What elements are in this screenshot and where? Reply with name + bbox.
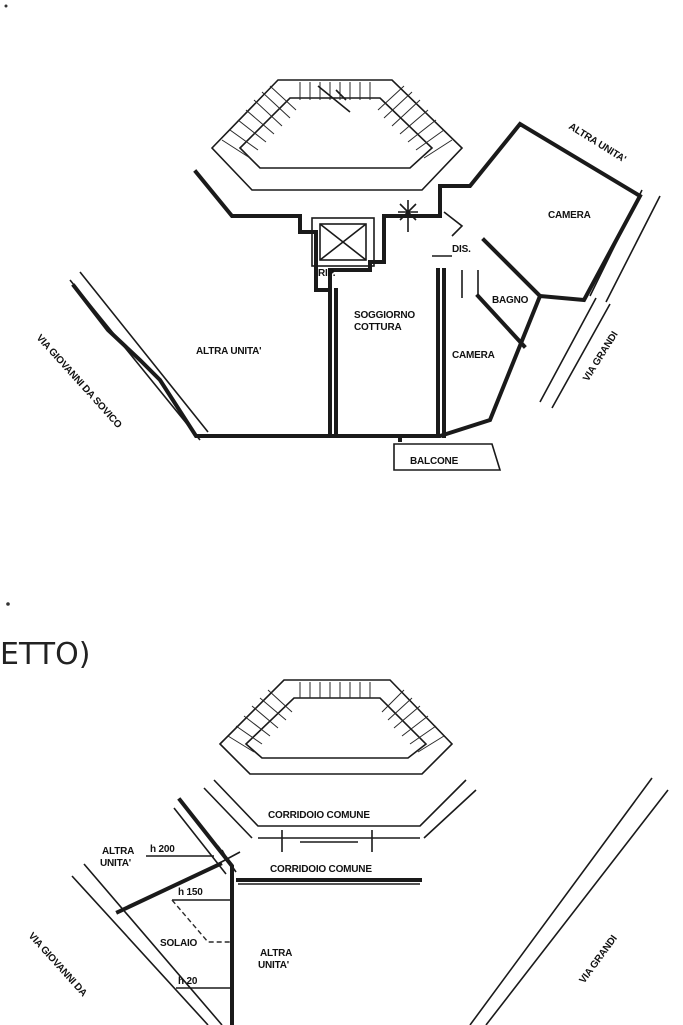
lower-floor-plan: CORRIDOIO COMUNE CORRIDOIO COMUNE ALTRA … bbox=[26, 679, 669, 1025]
compass-mark-lower bbox=[213, 845, 241, 873]
room-label-altra-center-2: UNITA' bbox=[258, 960, 289, 971]
street-label-via-giovanni-upper: VIA GIOVANNI DA SOVICO bbox=[34, 333, 124, 431]
room-label-corridoio-1: CORRIDOIO COMUNE bbox=[268, 810, 370, 821]
street-label-via-grandi-upper: VIA GRANDI bbox=[581, 329, 621, 383]
room-label-rip: RIP. bbox=[318, 268, 336, 279]
room-label-altra-left-2: UNITA' bbox=[100, 858, 131, 869]
room-label-dis: DIS. bbox=[452, 244, 471, 255]
street-label-via-grandi-lower: VIA GRANDI bbox=[578, 933, 620, 986]
elevator-shaft bbox=[311, 217, 375, 267]
stairwell-upper bbox=[210, 79, 464, 191]
room-label-cottura: COTTURA bbox=[354, 322, 401, 333]
street-label-via-giovanni-lower: VIA GIOVANNI DA bbox=[26, 931, 89, 999]
room-label-altra-unita-left: ALTRA UNITA' bbox=[196, 346, 261, 357]
room-label-camera-bottom: CAMERA bbox=[452, 350, 495, 361]
stairwell-lower bbox=[218, 679, 454, 775]
room-label-soggiorno: SOGGIORNO bbox=[354, 310, 415, 321]
room-label-altra-center-1: ALTRA bbox=[260, 948, 292, 959]
edge-mark-mid bbox=[6, 602, 10, 606]
upper-floor-plan: CAMERA DIS. BAGNO CAMERA RIP. SOGGIORNO … bbox=[34, 79, 661, 471]
balcone-box bbox=[393, 443, 502, 471]
edge-mark-top bbox=[4, 4, 8, 8]
height-label-h150: h 150 bbox=[178, 887, 203, 898]
section-heading-fragment: ETTO) bbox=[0, 637, 90, 672]
room-label-altra-left-1: ALTRA bbox=[102, 846, 134, 857]
height-label-h20: h 20 bbox=[178, 976, 198, 987]
room-label-solaio: SOLAIO bbox=[160, 938, 198, 949]
height-label-h200: h 200 bbox=[150, 844, 175, 855]
room-label-corridoio-2: CORRIDOIO COMUNE bbox=[270, 864, 372, 875]
room-label-bagno: BAGNO bbox=[492, 295, 529, 306]
room-label-camera-top: CAMERA bbox=[548, 210, 591, 221]
compass-mark-upper bbox=[398, 200, 418, 232]
room-label-balcone: BALCONE bbox=[410, 456, 459, 467]
